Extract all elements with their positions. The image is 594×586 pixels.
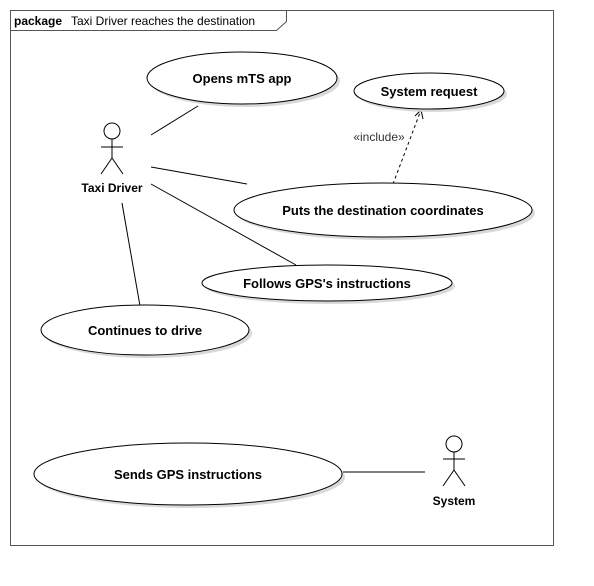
association-driver-continues-drive (121, 202, 141, 307)
package-tab (10, 10, 287, 31)
association-driver-put-coordinates (150, 166, 248, 185)
use-case-ellipse (353, 72, 505, 110)
actor-system[interactable]: System (433, 435, 476, 508)
use-case-ellipse (233, 182, 533, 238)
association-driver-opens-app (150, 105, 199, 136)
use-case-sends-gps[interactable]: Sends GPS instructions (33, 442, 345, 508)
use-case-ellipse (146, 51, 338, 105)
use-case-ellipse (33, 442, 343, 506)
use-case-ellipse (201, 264, 453, 302)
package-name: Taxi Driver reaches the destination (71, 14, 255, 28)
association-driver-follows-gps (150, 183, 297, 266)
include-line (392, 109, 422, 185)
actor-taxi-driver[interactable]: Taxi Driver (81, 122, 143, 195)
use-case-label: Puts the destination coordinates (282, 203, 484, 218)
actor-label: System (433, 494, 476, 508)
associations (121, 105, 425, 473)
use-case-label: Opens mTS app (193, 71, 292, 86)
stick-figure-icon (100, 122, 124, 175)
use-case-put-coordinates[interactable]: Puts the destination coordinates (233, 182, 535, 240)
actor-label: Taxi Driver (81, 181, 142, 195)
use-case-system-request[interactable]: System request (353, 72, 507, 112)
include-stereotype: «include» (353, 130, 405, 144)
package-keyword: package (14, 14, 62, 28)
stick-figure-icon (442, 435, 466, 487)
use-case-label: Sends GPS instructions (114, 467, 262, 482)
use-case-continues-drive[interactable]: Continues to drive (40, 304, 252, 358)
use-case-label: Continues to drive (88, 323, 202, 338)
use-case-label: Follows GPS's instructions (243, 276, 411, 291)
use-case-follows-gps[interactable]: Follows GPS's instructions (201, 264, 455, 304)
use-case-ellipse (40, 304, 250, 356)
use-case-opens-app[interactable]: Opens mTS app (146, 51, 340, 107)
use-case-label: System request (381, 84, 478, 99)
